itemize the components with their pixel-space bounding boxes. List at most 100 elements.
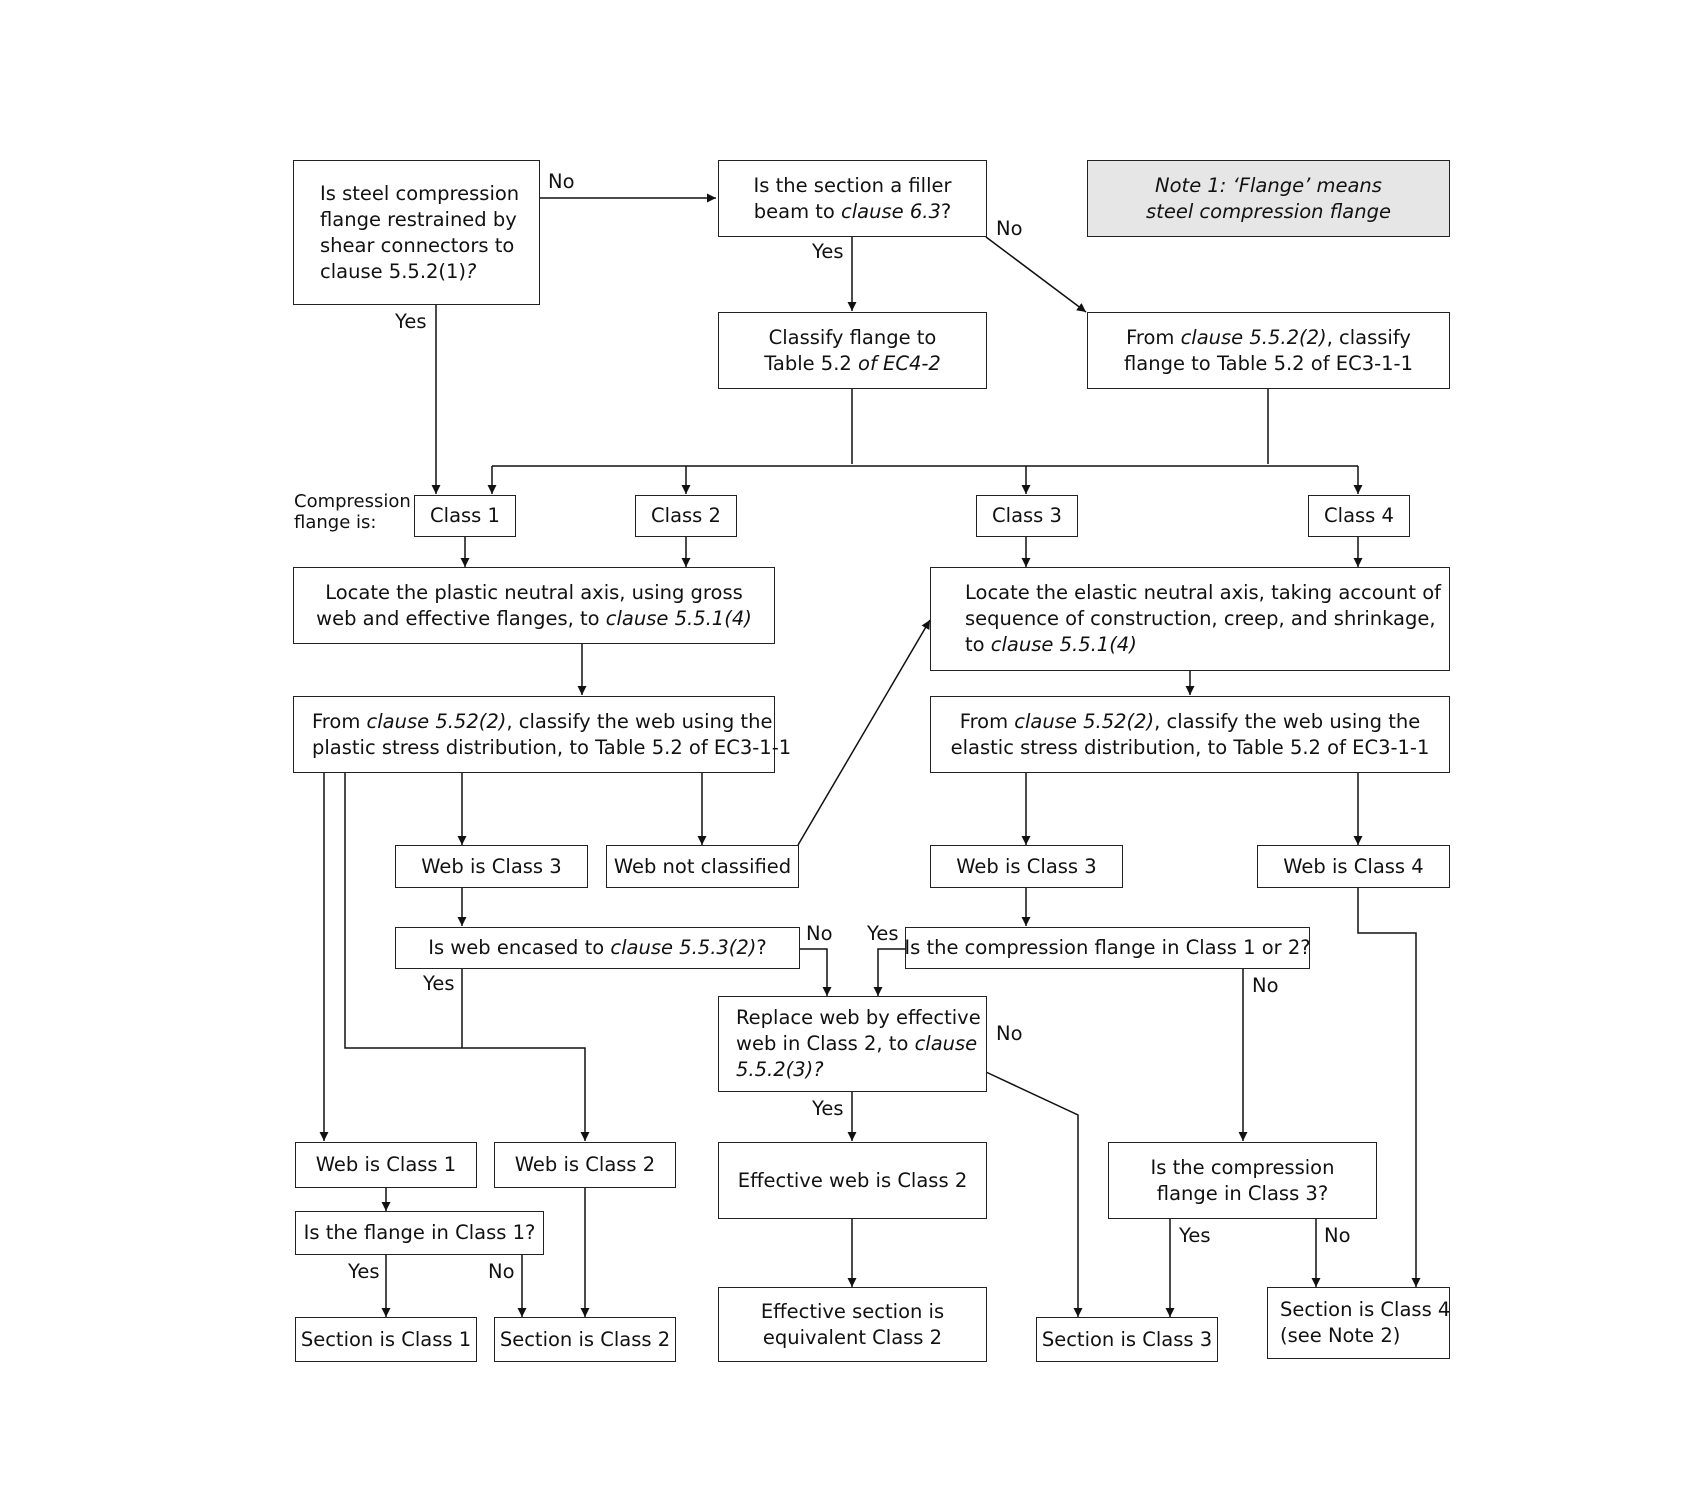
text-segment: of EC4-2 <box>851 351 941 375</box>
box-text-line: Is web encased to clause 5.5.3(2)? <box>428 935 767 961</box>
text-segment: Locate the plastic neutral axis, using g… <box>325 580 743 604</box>
label-flange12-yes: Yes <box>867 922 899 945</box>
box-text-line: Section is Class 3 <box>1042 1327 1212 1353</box>
text-segment: flange in Class 3? <box>1156 1181 1329 1205</box>
text-segment: Is web encased to <box>428 936 611 959</box>
text-segment: , classify the web using the <box>1154 709 1421 733</box>
box-text: Section is Class 3 <box>1042 1327 1212 1353</box>
box-text-line: Is the compression flange in Class 1 or … <box>904 935 1310 961</box>
text-segment: Section is Class 3 <box>1041 1327 1213 1351</box>
text-segment: From <box>959 709 1015 733</box>
text-segment: flange restrained by <box>320 207 517 231</box>
box-text-line: Is the compression <box>1151 1155 1335 1181</box>
box-text: Class 1 <box>430 503 500 529</box>
box-text-line: Web is Class 3 <box>956 854 1096 880</box>
label-flange12-no: No <box>1252 974 1279 997</box>
text-segment: plastic stress distribution, to Table 5.… <box>312 735 792 759</box>
arrow-filler-no <box>985 236 1087 313</box>
box-text-line: to clause 5.5.1(4) <box>965 632 1441 658</box>
box-text-line: Web not classified <box>614 854 791 880</box>
text-segment: clause 5.5.1(4) <box>605 606 752 630</box>
box-text-line: Class 2 <box>651 503 721 529</box>
text-segment: (see Note 2) <box>1280 1324 1401 1347</box>
box-text-line: Effective section is <box>761 1299 944 1325</box>
label-replace-no: No <box>996 1022 1023 1045</box>
box-text-line: Web is Class 1 <box>316 1152 456 1178</box>
box-text-line: Section is Class 4 <box>1280 1297 1450 1323</box>
box-text: Web is Class 1 <box>316 1152 456 1178</box>
text-segment: Section is Class 2 <box>499 1327 671 1351</box>
text-segment: Effective section is <box>760 1299 945 1323</box>
box-text-line: Web is Class 2 <box>515 1152 655 1178</box>
label-flange3-no: No <box>1324 1224 1351 1247</box>
box-text: Section is Class 4(see Note 2) <box>1280 1297 1450 1349</box>
text-segment: ? <box>813 1058 824 1081</box>
box-text: Class 3 <box>992 503 1062 529</box>
box-text: Web not classified <box>614 854 791 880</box>
text-segment: From <box>1126 325 1181 349</box>
arrow-web4-sec4 <box>1357 888 1421 1287</box>
box-text: Is the flange in Class 1? <box>304 1220 536 1246</box>
box-text-line: Table 5.2 of EC4-2 <box>764 351 941 377</box>
text-segment: steel compression flange <box>1146 199 1391 223</box>
text-segment: elastic stress distribution, to Table 5.… <box>950 735 1430 759</box>
classify-web-plastic: From clause 5.52(2), classify the web us… <box>293 696 791 773</box>
box-text: Class 4 <box>1324 503 1394 529</box>
text-segment: , classify the web using the <box>506 709 773 733</box>
text-segment: Web not classified <box>613 854 792 878</box>
text-segment: Class 2 <box>651 504 721 527</box>
label-encased-no: No <box>806 922 833 945</box>
text-segment: Is the flange in Class 1? <box>303 1221 536 1244</box>
classify-web-elastic: From clause 5.52(2), classify the web us… <box>930 696 1450 773</box>
text-segment: to <box>965 633 991 656</box>
arrow-encased-no <box>800 948 832 996</box>
text-segment: Classify flange to <box>768 325 937 349</box>
box-text-line: Is the flange in Class 1? <box>304 1220 536 1246</box>
web-class-3-left: Web is Class 3 <box>395 845 588 888</box>
text-segment: clause 5.5.2(1) <box>320 259 467 283</box>
text-segment: Web is Class 3 <box>421 854 562 878</box>
label-compression-flange-1: Compression <box>294 491 411 512</box>
text-segment: , classify <box>1326 325 1411 349</box>
label-restrained-no: No <box>548 170 575 193</box>
box-text-line: Class 3 <box>992 503 1062 529</box>
text-segment: ? <box>756 936 767 959</box>
box-text-line: flange to Table 5.2 of EC3-1-1 <box>1124 351 1413 377</box>
box-text-line: clause 5.5.2(1)? <box>320 259 519 285</box>
box-text-line: sequence of construction, creep, and shr… <box>965 606 1441 632</box>
text-segment: Web is Class 3 <box>956 854 1097 878</box>
text-segment: web and effective flanges, to <box>316 606 606 630</box>
box-text-line: Locate the plastic neutral axis, using g… <box>316 580 752 606</box>
text-segment: 5.5.2(3) <box>736 1058 814 1081</box>
section-class-1: Section is Class 1 <box>295 1317 477 1362</box>
label-encased-yes: Yes <box>423 972 455 995</box>
box-text-line: Is steel compression <box>320 181 519 207</box>
text-segment: clause 5.52(2) <box>1014 709 1155 733</box>
box-text-line: From clause 5.52(2), classify the web us… <box>951 709 1430 735</box>
box-text-line: plastic stress distribution, to Table 5.… <box>312 735 791 761</box>
box-text-line: shear connectors to <box>320 233 519 259</box>
box-text-line: Effective web is Class 2 <box>738 1168 967 1194</box>
web-class-3-right: Web is Class 3 <box>930 845 1123 888</box>
box-text-line: Section is Class 1 <box>301 1327 471 1353</box>
text-segment: Is the compression <box>1150 1155 1335 1179</box>
box-text-line: 5.5.2(3)? <box>736 1057 981 1083</box>
plastic-neutral-axis: Locate the plastic neutral axis, using g… <box>293 567 775 644</box>
box-text-line: equivalent Class 2 <box>761 1325 944 1351</box>
arrow-web-class2 <box>344 773 590 1141</box>
label-flange3-yes: Yes <box>1179 1224 1211 1247</box>
arrow-replace-no <box>985 1071 1083 1317</box>
text-segment: clause 5.5.1(4) <box>990 633 1137 656</box>
section-class-2: Section is Class 2 <box>494 1317 676 1362</box>
box-text-line: steel compression flange <box>1146 199 1391 225</box>
box-text-line: From clause 5.5.2(2), classify <box>1124 325 1413 351</box>
box-text-line: Web is Class 4 <box>1283 854 1423 880</box>
text-segment: Is steel compression <box>320 181 520 205</box>
